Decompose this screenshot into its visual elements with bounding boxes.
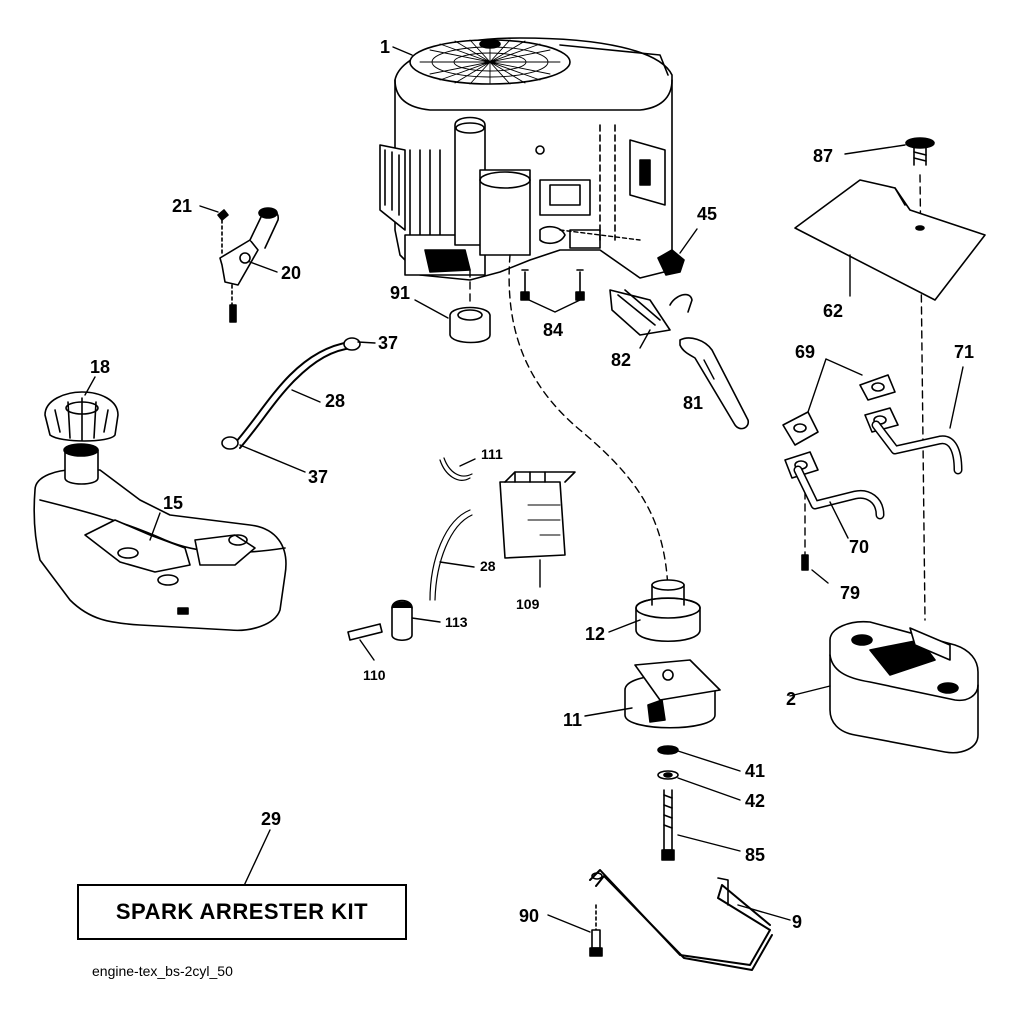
part-label-12: 12 [585,624,606,644]
fuel-tank-illustration [33,443,287,632]
part-label-71: 71 [954,342,975,362]
diagram-file-label: engine-tex_bs-2cyl_50 [92,963,233,979]
exhaust-pipes-illustration [782,374,963,571]
part-label-110: 110 [363,667,386,683]
part-label-41: 41 [745,761,766,781]
part-label-69: 69 [795,342,816,362]
engine-illustration [379,37,673,281]
fuel-filter-assembly-illustration [347,457,576,642]
heat-shield-illustration [794,137,986,301]
part-label-9: 9 [792,912,803,932]
part-label-1: 1 [380,37,391,57]
part-label-91: 91 [390,283,411,303]
part-label-18: 18 [90,357,111,377]
part-label-90: 90 [519,906,540,926]
fuel-cap-illustration [44,391,119,442]
part-label-11: 11 [563,710,583,730]
part-label-87: 87 [813,146,834,166]
part-label-85: 85 [745,845,766,865]
muffler-illustration [829,620,979,754]
part-label-82: 82 [611,350,632,370]
fuel-line-illustration [221,337,361,450]
callout-leaders [84,46,964,933]
part-label-113: 113 [445,614,468,630]
part-label-42: 42 [745,791,766,811]
part-label-28-fuel-line: 28 [325,391,346,411]
hardware-illustration [449,249,750,430]
part-label-21: 21 [172,196,193,216]
part-label-28-filter-line: 28 [480,558,496,574]
part-label-29: 29 [261,809,282,829]
throttle-control-illustration [217,207,279,323]
part-label-20: 20 [281,263,302,283]
part-label-2: 2 [786,689,797,709]
spark-arrester-kit-box: SPARK ARRESTER KIT [77,884,407,940]
part-label-70: 70 [849,537,870,557]
part-label-45: 45 [697,204,718,224]
part-label-15: 15 [163,493,184,513]
part-label-81: 81 [683,393,704,413]
part-label-111: 111 [481,446,503,462]
part-label-109: 109 [516,596,540,612]
part-label-84: 84 [543,320,564,340]
bracket-illustration [589,869,773,971]
part-label-62: 62 [823,301,844,321]
part-label-37-bottom: 37 [308,467,329,487]
spark-arrester-kit-label: SPARK ARRESTER KIT [115,899,369,924]
part-label-79: 79 [840,583,861,603]
clutch-assembly-illustration [624,579,721,861]
part-label-37-top: 37 [378,333,399,353]
